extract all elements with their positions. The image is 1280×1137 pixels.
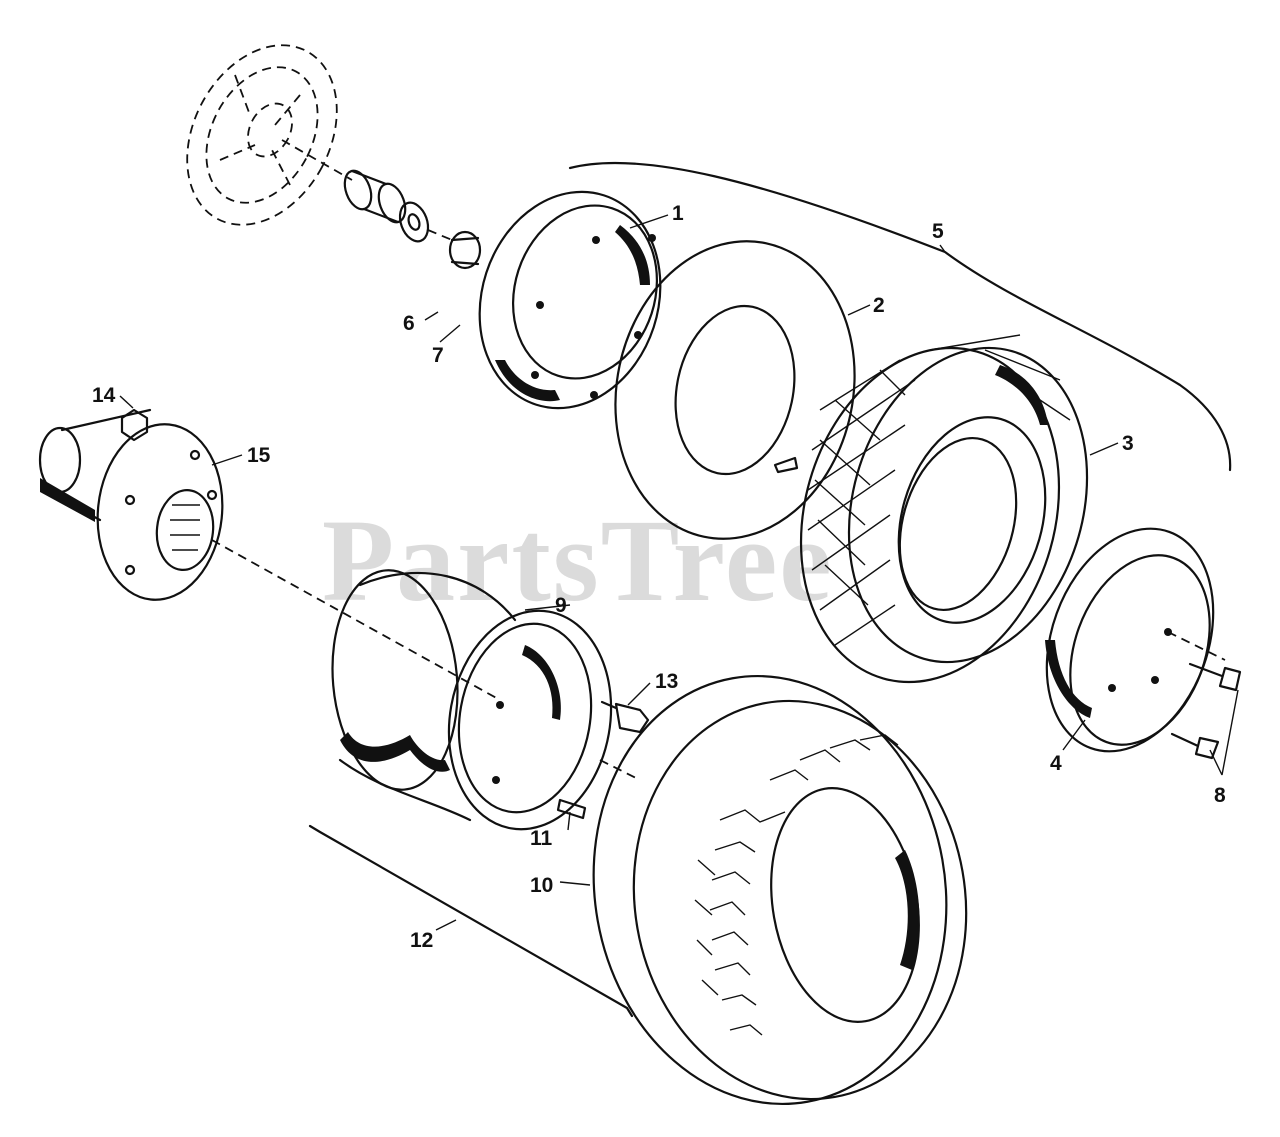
axle-washer — [398, 201, 430, 243]
turf-tire-diamond — [799, 334, 1089, 684]
callout-11: 11 — [530, 827, 553, 850]
callout-6: 6 — [403, 312, 415, 335]
axle-spacer — [343, 169, 407, 224]
callout-14: 14 — [92, 384, 116, 407]
castle-nut — [448, 230, 482, 270]
reference-hub-dashed — [186, 44, 353, 226]
callout-4: 4 — [1050, 752, 1062, 775]
wheel-bolts — [1170, 662, 1242, 760]
bracket-5 — [568, 161, 1232, 472]
callout-2: 2 — [873, 294, 885, 317]
callout-15: 15 — [247, 444, 271, 467]
callout-10: 10 — [530, 874, 553, 897]
callout-1: 1 — [672, 202, 684, 225]
wheel-hub — [38, 408, 224, 601]
hub-nut — [120, 408, 149, 442]
callout-5: 5 — [932, 220, 944, 243]
callout-12: 12 — [410, 929, 433, 952]
wheel-half-inner — [1045, 527, 1226, 753]
callout-8: 8 — [1214, 784, 1226, 807]
watermark-text: PartsTree — [322, 495, 834, 626]
rim-bolt — [600, 700, 650, 734]
callout-3: 3 — [1122, 432, 1134, 455]
callout-13: 13 — [655, 670, 678, 693]
bracket-12 — [308, 824, 634, 1018]
wheel-half-outer — [478, 190, 662, 410]
callout-9: 9 — [555, 594, 567, 617]
valve-stem — [556, 798, 587, 820]
callout-7: 7 — [432, 344, 444, 367]
wheel-rim — [331, 569, 613, 831]
turf-tire-lower — [592, 674, 968, 1106]
